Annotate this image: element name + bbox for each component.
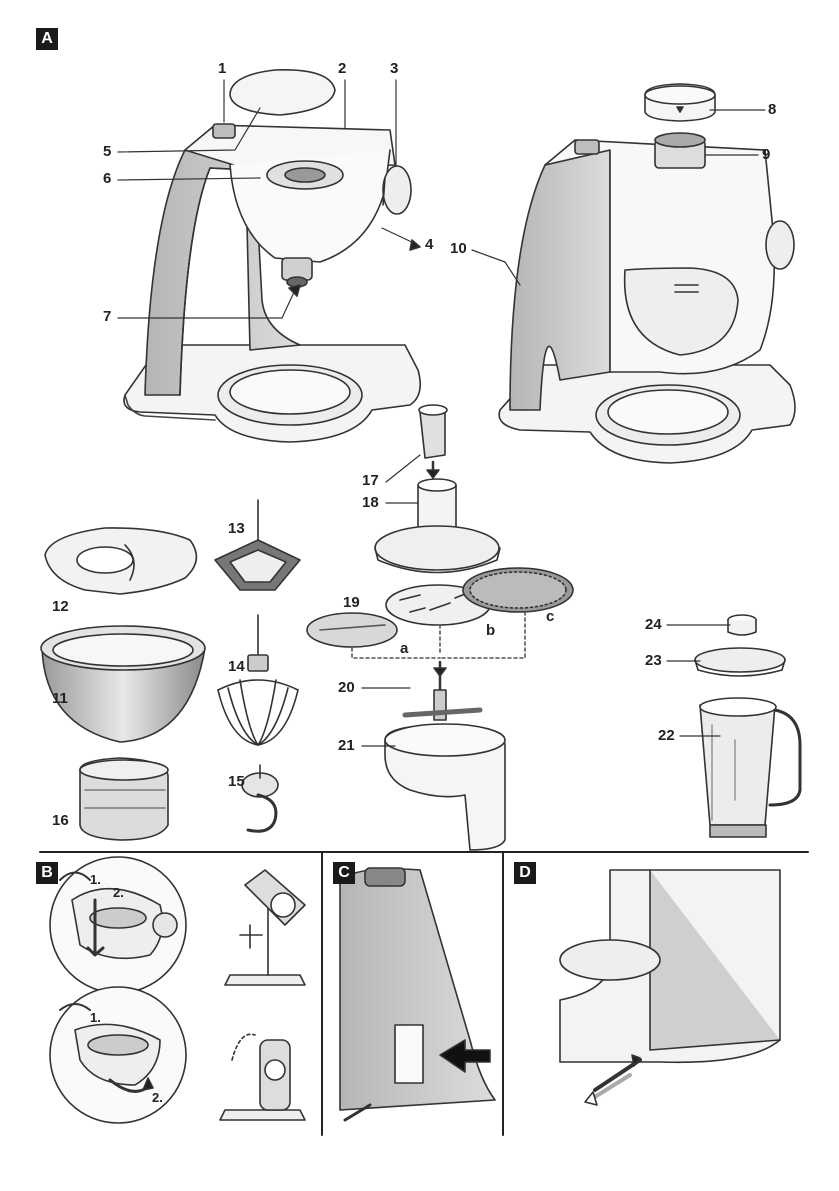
- part-label-22: 22: [658, 727, 675, 744]
- part-label-9: 9: [762, 146, 771, 163]
- part-label-16: 16: [52, 812, 69, 829]
- part-label-21: 21: [338, 737, 355, 754]
- part-label-11: 11: [52, 690, 68, 707]
- part-label-23: 23: [645, 652, 662, 669]
- mixer-side-view: [498, 83, 796, 464]
- step-b2-label-1: 1.: [90, 1010, 101, 1025]
- section-label-b: B: [36, 862, 58, 884]
- section-label-a: A: [36, 28, 58, 50]
- part-label-6: 6: [103, 170, 112, 187]
- blender-cap: [727, 614, 757, 636]
- part-label-2: 2: [338, 60, 347, 77]
- dough-hook: [241, 764, 279, 833]
- step-b1-circle: [49, 856, 187, 994]
- section-label-d: D: [514, 862, 536, 884]
- part-label-13: 13: [228, 520, 245, 537]
- whisk: [217, 614, 299, 746]
- disc-label-a: a: [400, 640, 409, 657]
- mixer-front-view: [123, 69, 421, 443]
- cable-storage-view: [559, 869, 781, 1106]
- disc-a: [306, 612, 398, 648]
- part-label-17: 17: [362, 472, 379, 489]
- disc-c: [462, 567, 574, 613]
- part-label-19: 19: [343, 594, 360, 611]
- storage-compartment-view: [339, 867, 496, 1122]
- bowl-cover: [79, 757, 169, 841]
- leader-lines: [117, 79, 766, 747]
- blender-lid: [694, 647, 786, 677]
- part-label-24: 24: [645, 616, 662, 633]
- part-label-14: 14: [228, 658, 245, 675]
- step-b1-label-1: 1.: [90, 872, 101, 887]
- part-label-8: 8: [768, 101, 777, 118]
- part-label-10: 10: [450, 240, 467, 257]
- disc-label-b: b: [486, 622, 496, 639]
- mixing-bowl: [40, 625, 206, 743]
- part-label-4: 4: [425, 236, 434, 253]
- food-pusher: [418, 404, 448, 479]
- part-label-1: 1: [218, 60, 227, 77]
- step-b2-circle: [49, 986, 187, 1124]
- mixer-arm-up-sketch: [224, 869, 306, 986]
- processor-lid: [374, 478, 501, 574]
- section-label-c: C: [333, 862, 355, 884]
- part-label-15: 15: [228, 773, 245, 790]
- disc-label-c: c: [546, 608, 555, 625]
- splash-guard: [44, 527, 198, 595]
- part-label-12: 12: [52, 598, 69, 615]
- step-b2-label-2: 2.: [152, 1090, 163, 1105]
- part-label-7: 7: [103, 308, 112, 325]
- mixer-arm-down-sketch: [219, 1033, 306, 1121]
- part-label-3: 3: [390, 60, 399, 77]
- drive-shaft: [402, 660, 483, 721]
- part-label-20: 20: [338, 679, 355, 696]
- processor-bowl: [384, 723, 506, 851]
- part-label-18: 18: [362, 494, 379, 511]
- blender-jug: [699, 697, 802, 838]
- beater: [214, 499, 301, 591]
- part-label-5: 5: [103, 143, 112, 160]
- step-b1-label-2: 2.: [113, 885, 124, 900]
